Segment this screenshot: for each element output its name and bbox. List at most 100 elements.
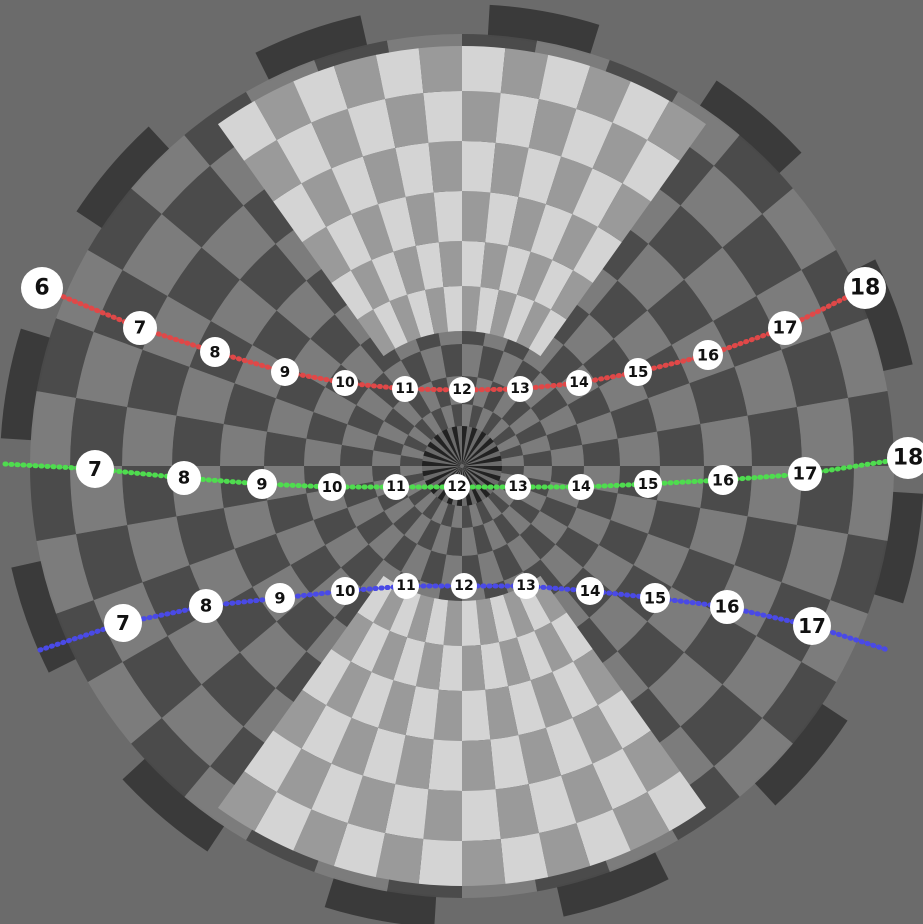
bottom-wedge-cell: [462, 739, 496, 791]
rim-segment: [76, 126, 171, 230]
checker-cell: [576, 411, 618, 445]
checker-cell: [401, 543, 432, 581]
checker-cell: [589, 280, 648, 339]
fan-spoke: [423, 450, 461, 466]
checker-cell: [492, 351, 523, 389]
ball-marker: 14: [566, 370, 592, 396]
checker-cell: [507, 534, 541, 572]
checker-cell: [122, 406, 177, 466]
ball-marker: 17: [768, 311, 802, 345]
top-wedge-cell: [373, 301, 408, 349]
top-wedge-cell: [395, 142, 434, 197]
top-wedge-cell: [405, 192, 439, 246]
bottom-wedge-cell: [576, 809, 631, 866]
checker-cell: [313, 387, 357, 425]
ball-label: 13: [508, 479, 527, 495]
checker-cell: [401, 351, 432, 389]
checker-cell: [501, 505, 531, 535]
ball-marker: 8: [200, 337, 230, 367]
checker-cell: [462, 404, 473, 427]
bottom-wedge-cell: [462, 789, 501, 841]
checker-cell: [617, 621, 685, 689]
checker-cell: [264, 431, 307, 466]
ball-circle: [793, 607, 831, 645]
ball-marker: 13: [513, 573, 539, 599]
fan-spoke: [422, 460, 461, 466]
checker-cell: [340, 444, 374, 466]
bottom-wedge-cell: [393, 637, 426, 687]
bottom-wedge-cell: [503, 589, 535, 638]
bottom-wedge-cell: [415, 642, 444, 690]
ball-circle: [624, 358, 652, 386]
bottom-wedge-cell: [293, 809, 348, 866]
bottom-wedge-cell: [217, 771, 277, 832]
checker-cell: [275, 520, 326, 565]
checker-cell: [633, 533, 690, 587]
top-wedge-cell: [433, 191, 462, 243]
fan-spoke: [463, 466, 502, 472]
bottom-wedge-cell: [273, 689, 327, 749]
bottom-wedge-cell: [550, 612, 593, 662]
checker-cell: [468, 503, 484, 528]
ball-label: 16: [712, 471, 734, 490]
rim-segment: [255, 15, 368, 82]
bottom-wedge-cell: [545, 717, 593, 776]
bottom-wedge-cell: [592, 748, 648, 810]
checker-cell: [848, 466, 894, 542]
checker-cell: [313, 507, 357, 545]
checker-cell: [713, 135, 793, 215]
bottom-wedge-cell: [301, 705, 352, 764]
bottom-wedge-cell: [508, 680, 546, 736]
checker-cell: [403, 479, 428, 497]
ball-label: 7: [116, 611, 130, 635]
ball-marker: 18: [844, 267, 886, 309]
ball-label: 15: [644, 589, 666, 608]
ball-circle: [566, 370, 592, 396]
top-wedge-cell: [425, 286, 449, 334]
checker-cell: [613, 310, 672, 367]
top-wedge-cell: [518, 147, 562, 205]
checker-cell: [509, 497, 540, 524]
checker-cell: [290, 545, 341, 594]
checker-cell: [131, 135, 211, 215]
checker-cell: [420, 345, 447, 382]
ball-marker: 11: [392, 376, 418, 402]
bottom-wedge-cell: [462, 838, 506, 886]
ball-circle: [451, 573, 477, 599]
checker-cell: [252, 310, 311, 367]
top-wedge-cell: [362, 147, 406, 205]
checker-cell: [176, 366, 235, 424]
ball-label: 8: [209, 343, 220, 362]
top-wedge-cell: [597, 183, 651, 243]
checker-cell: [127, 516, 190, 583]
ball-label: 13: [510, 381, 529, 397]
top-wedge-cell: [516, 301, 551, 349]
top-wedge-cell: [333, 54, 386, 109]
bottom-wedge-cell: [254, 792, 312, 851]
top-wedge-cell: [573, 226, 622, 283]
bottom-wedge-cell: [480, 642, 509, 690]
top-wedge-cell: [622, 139, 680, 202]
fan-spoke: [463, 466, 501, 482]
ball-marker: 10: [331, 577, 359, 605]
top-wedge-cell: [428, 141, 462, 193]
checker-cell: [122, 214, 202, 296]
checker-cell: [420, 550, 447, 587]
ball-label: 17: [792, 464, 817, 485]
ball-marker: 12: [449, 377, 475, 403]
checker-cell: [75, 525, 143, 601]
ball-label: 11: [396, 578, 415, 594]
checker-cell: [684, 247, 757, 321]
checker-cell: [781, 331, 849, 407]
checker-cell: [161, 165, 244, 248]
ball-circle: [265, 583, 295, 613]
checker-cell: [523, 450, 552, 466]
checker-cell: [520, 435, 551, 456]
ball-marker: 10: [332, 370, 358, 396]
ball-marker: 15: [634, 470, 662, 498]
checker-cell: [372, 450, 401, 466]
checker-cell: [700, 415, 752, 466]
checker-cell: [509, 408, 540, 435]
checker-cell: [87, 188, 162, 270]
